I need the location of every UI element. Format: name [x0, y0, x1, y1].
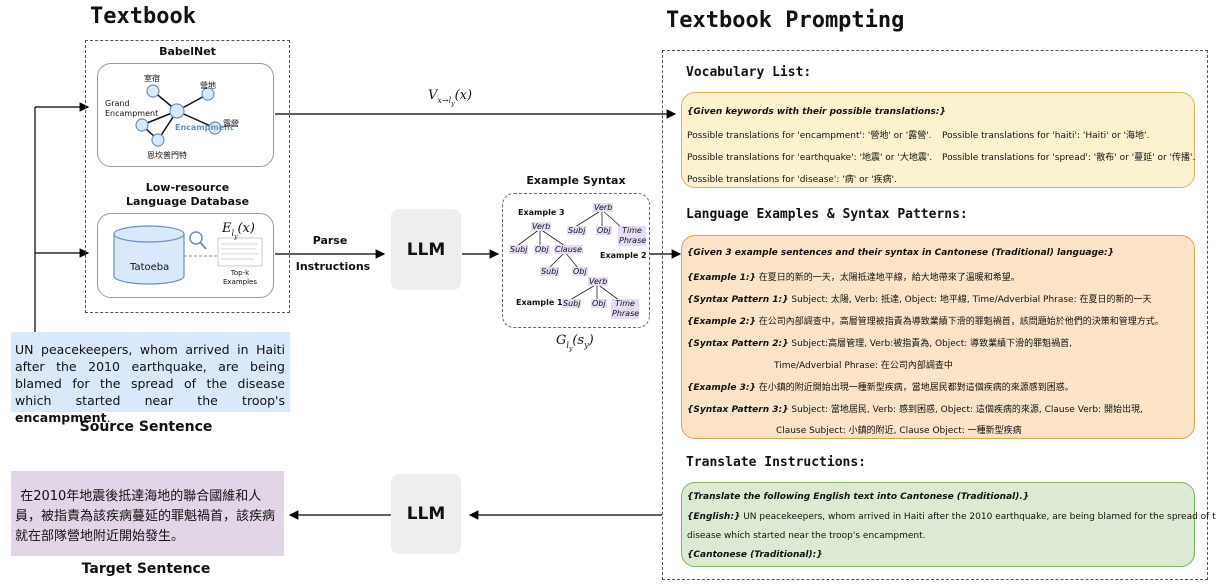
vocab-entry: Possible translations for 'spread': '散布'…	[942, 153, 1196, 163]
magnifier-icon	[189, 231, 207, 250]
babelnet-node-label: 露營	[223, 119, 239, 128]
instructions-label: Instructions	[295, 260, 371, 273]
tatoeba-label: Tatoeba	[130, 262, 170, 273]
syntax-pattern-line: {Syntax Pattern 2:} Subject:高層管理, Verb:被…	[687, 339, 1073, 349]
babelnet-title: BabelNet	[159, 45, 216, 58]
translate-header: {Translate the following English text in…	[687, 492, 1030, 502]
vocab-entry: Possible translations for 'encampment': …	[687, 131, 932, 141]
syntax-pattern-continuation: Time/Adverbial Phrase: 在公司內部調查中	[774, 361, 953, 371]
textbook-title: Textbook	[90, 4, 196, 29]
tree-node: Subj	[562, 299, 582, 308]
example-line: {Example 3:} 在小鎮的附近開始出現一種新型疾病，當地居民都對這個疾病…	[687, 383, 1074, 393]
lang-examples-title: Language Examples & Syntax Patterns:	[686, 207, 968, 222]
example-2-label: Example 2	[600, 251, 647, 260]
babelnet-node-label: 恩坎普門特	[147, 151, 187, 160]
babelnet-center-label: Encampment	[175, 123, 234, 132]
vocab-entry: Possible translations for 'disease': '病'…	[687, 175, 897, 185]
example-syntax-box: Example 3 Example 2 Example 1 Verb Subj …	[502, 193, 650, 328]
parse-label: Parse	[312, 234, 348, 247]
lang-examples-header: {Given 3 example sentences and their syn…	[687, 248, 1115, 258]
english-line-continuation: disease which started near the troop's e…	[687, 531, 926, 541]
tree-node: Time Phrase	[618, 226, 647, 246]
lowres-title: Low-resource Language Database	[125, 181, 250, 208]
english-line: {English:} UN peacekeepers, whom arrived…	[687, 512, 1216, 522]
prompt-container	[662, 50, 1208, 580]
lang-examples-box: {Given 3 example sentences and their syn…	[681, 235, 1195, 439]
vocab-list-box: {Given keywords with their possible tran…	[681, 92, 1195, 188]
translate-instructions-title: Translate Instructions:	[686, 455, 867, 470]
syntax-pattern-continuation: Clause Subject: 小鎮的附近, Clause Object: 一種…	[776, 426, 1022, 436]
tree-node: Obj	[596, 226, 612, 235]
lowres-database: Tatoeba Top-k Examples	[97, 213, 274, 298]
target-sentence-box: 在2010年地震後抵達海地的聯合國維和人員，被指責為該疾病蔓延的罪魁禍首，該疾病…	[11, 471, 284, 556]
textbook-container	[85, 40, 290, 313]
example-line: {Example 1:} 在夏日的新的一天，太陽抵達地平線，給大地帶來了溫暖和希…	[687, 273, 1020, 283]
source-sentence-box: UN peacekeepers, whom arrived in Haiti a…	[11, 332, 290, 425]
example-1-label: Example 1	[516, 298, 563, 307]
llm-parser-box: LLM	[391, 209, 461, 290]
vocab-header: {Given keywords with their possible tran…	[687, 107, 946, 117]
database-cylinder-icon	[113, 225, 263, 285]
example-syntax-title: Example Syntax	[526, 174, 626, 187]
example-3-label: Example 3	[518, 208, 565, 217]
cantonese-tag: {Cantonese (Traditional):}	[687, 550, 823, 560]
tree-node: Verb	[531, 222, 552, 231]
tree-node: Obj	[534, 245, 550, 254]
vocab-entry: Possible translations for 'haiti': 'Hait…	[942, 131, 1150, 141]
babelnet-node-label: Grand Encampment	[105, 99, 159, 118]
translate-instructions-box: {Translate the following English text in…	[681, 482, 1216, 567]
vocab-formula: Vx→ly(x)	[428, 88, 473, 108]
vocab-list-title: Vocabulary List:	[686, 65, 812, 80]
example-line: {Example 2:} 在公司內部調查中，高層管理被指責為導致業績下滑的罪魁禍…	[687, 317, 1164, 327]
syntax-tree-lines	[516, 209, 622, 301]
tree-node: Obj	[572, 267, 588, 276]
babelnet-graph: 室宿 營地 Grand Encampment Encampment 露營 恩坎普…	[97, 63, 274, 167]
tree-node: Time Phrase	[611, 299, 640, 319]
examples-formula: Ely(x)	[222, 221, 255, 241]
vocab-entry: Possible translations for 'earthquake': …	[687, 153, 933, 163]
babelnet-node-label: 室宿	[144, 74, 160, 83]
textbook-prompting-title: Textbook Prompting	[666, 8, 905, 33]
tree-node: Subj	[567, 226, 587, 235]
babelnet-node-label: 營地	[200, 81, 216, 90]
tree-node: Obj	[591, 299, 607, 308]
llm-translator-box: LLM	[391, 474, 461, 554]
target-sentence-caption: Target Sentence	[81, 561, 211, 577]
tree-node: Subj	[509, 245, 529, 254]
tree-node: Clause	[554, 245, 583, 254]
syntax-formula: Gly(sy)	[556, 333, 594, 353]
topk-label: Top-k Examples	[222, 269, 257, 286]
source-sentence-caption: Source Sentence	[79, 419, 213, 435]
syntax-pattern-line: {Syntax Pattern 1:} Subject: 太陽, Verb: 抵…	[687, 295, 1152, 305]
tree-node: Verb	[588, 277, 609, 286]
syntax-pattern-line: {Syntax Pattern 3:} Subject: 當地居民, Verb:…	[687, 405, 1143, 415]
tree-node: Verb	[593, 203, 614, 212]
tree-node: Subj	[540, 267, 560, 276]
